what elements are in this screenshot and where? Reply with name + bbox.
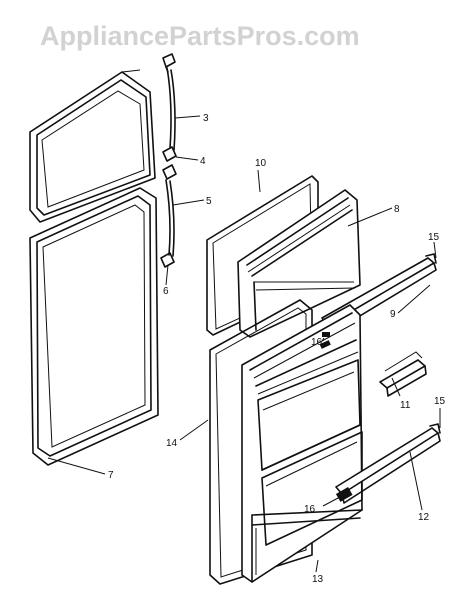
callout-8: 8 [394, 204, 400, 215]
hinge-handle-assembly [160, 53, 177, 268]
shelf-retainer [379, 351, 427, 397]
callout-14: 14 [166, 438, 178, 449]
lower-door-liner [241, 304, 363, 583]
callout-3: 3 [203, 113, 209, 124]
callout-10: 10 [255, 158, 267, 169]
callout-7: 7 [108, 470, 114, 481]
callout-5: 5 [206, 196, 212, 207]
callout-6: 6 [163, 286, 169, 297]
callout-16-upper: 16 [311, 337, 323, 348]
upper-door-gasket [29, 71, 156, 223]
lower-shelf-rail [335, 423, 441, 504]
callout-12: 12 [418, 512, 430, 523]
callout-15-lower: 15 [434, 396, 446, 407]
callout-15-upper: 15 [428, 232, 440, 243]
leader-lines [47, 69, 441, 573]
lower-door-gasket [29, 187, 159, 466]
callout-11: 11 [400, 400, 411, 411]
callout-9: 9 [390, 309, 396, 320]
upper-door-liner [237, 189, 361, 338]
callout-labels: 3 4 5 6 7 8 9 10 11 12 13 14 15 15 16 16 [108, 113, 446, 585]
callout-13: 13 [312, 574, 324, 585]
watermark-text: AppliancePartsPros.com [40, 21, 360, 51]
callout-16-lower: 16 [304, 504, 316, 515]
callout-4: 4 [200, 156, 206, 167]
